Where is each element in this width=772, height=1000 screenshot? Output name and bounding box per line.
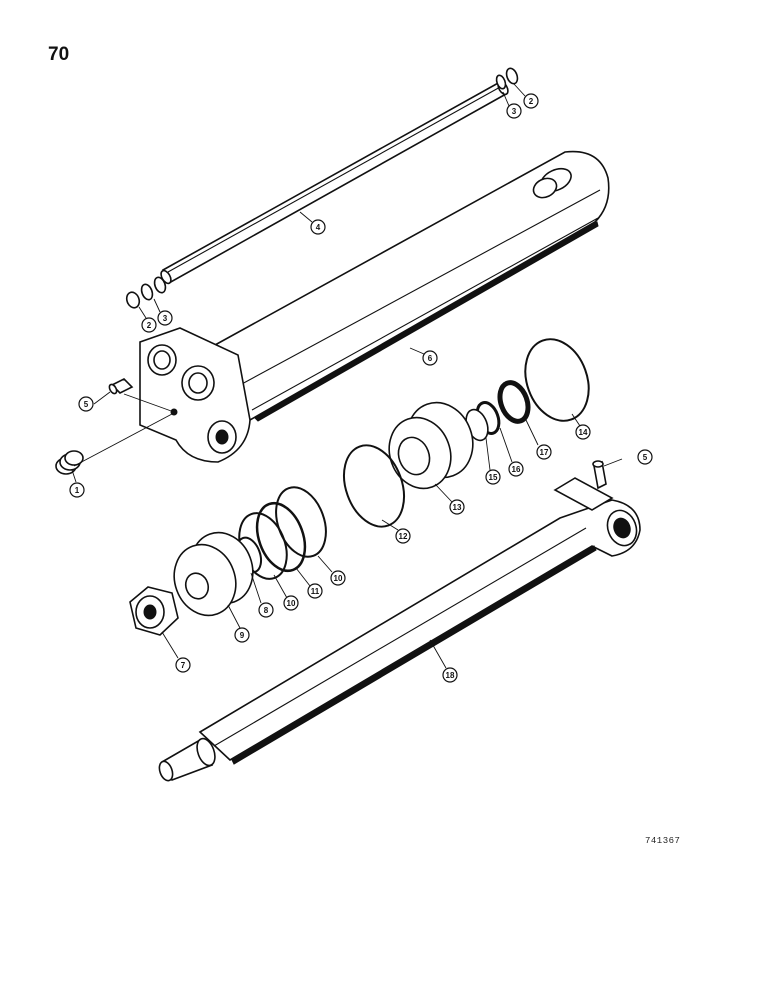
callout-3: 3 <box>157 310 173 326</box>
callout-8: 8 <box>258 602 274 618</box>
figure-reference: 741367 <box>645 836 681 846</box>
callout-label: 15 <box>489 473 498 482</box>
gland-part-13 <box>388 401 474 490</box>
callout-label: 2 <box>147 321 152 330</box>
grease-fitting-part-5-right <box>592 460 607 490</box>
callout-7: 7 <box>175 657 191 673</box>
callout-label: 14 <box>579 428 588 437</box>
callout-label: 16 <box>512 465 521 474</box>
callout-14: 14 <box>575 424 591 440</box>
callout-label: 5 <box>643 453 648 462</box>
callout-16: 16 <box>508 461 524 477</box>
callout-4: 4 <box>310 219 326 235</box>
nut-part-7 <box>129 586 179 636</box>
leader-lines <box>71 83 623 669</box>
callout-label: 12 <box>399 532 408 541</box>
callout-9: 9 <box>234 627 250 643</box>
callout-label: 6 <box>428 354 433 363</box>
callout-label: 18 <box>446 671 455 680</box>
o-ring-part-12 <box>343 444 405 528</box>
barrel-part-6 <box>139 150 610 463</box>
callout-label: 8 <box>264 606 269 615</box>
callout-label: 9 <box>240 631 245 640</box>
callout-13: 13 <box>449 499 465 515</box>
callout-label: 17 <box>540 448 549 457</box>
callout-12: 12 <box>395 528 411 544</box>
callout-11: 11 <box>307 583 323 599</box>
callout-label: 11 <box>311 587 320 596</box>
callout-label: 10 <box>287 599 296 608</box>
ring-part-10-outer <box>275 486 327 558</box>
rod-part-18 <box>158 477 641 782</box>
tube-seals-bottom <box>125 276 167 309</box>
callout-5: 5 <box>78 396 94 412</box>
piston-part-9 <box>173 531 254 617</box>
callout-label: 7 <box>181 661 186 670</box>
callout-10: 10 <box>283 595 299 611</box>
callout-5: 5 <box>637 449 653 465</box>
snap-ring-part-14 <box>524 338 590 422</box>
callout-6: 6 <box>422 350 438 366</box>
grease-fitting-part-5-left <box>108 378 134 395</box>
ring-part-11 <box>255 502 307 572</box>
callout-label: 3 <box>512 107 517 116</box>
spring-part-1 <box>55 450 84 475</box>
callout-label: 2 <box>529 97 534 106</box>
callout-label: 4 <box>316 223 321 232</box>
callout-label: 3 <box>163 314 168 323</box>
tube-seals-top <box>495 67 519 90</box>
callout-label: 5 <box>84 400 89 409</box>
callout-15: 15 <box>485 469 501 485</box>
ring-part-17 <box>497 380 531 424</box>
callout-2: 2 <box>141 317 157 333</box>
callout-label: 1 <box>75 486 80 495</box>
callout-10: 10 <box>330 570 346 586</box>
callout-1: 1 <box>69 482 85 498</box>
callout-label: 13 <box>453 503 462 512</box>
callout-3: 3 <box>506 103 522 119</box>
callout-18: 18 <box>442 667 458 683</box>
callout-label: 10 <box>334 574 343 583</box>
page-number: 70 <box>48 44 70 65</box>
callout-2: 2 <box>523 93 539 109</box>
callout-17: 17 <box>536 444 552 460</box>
